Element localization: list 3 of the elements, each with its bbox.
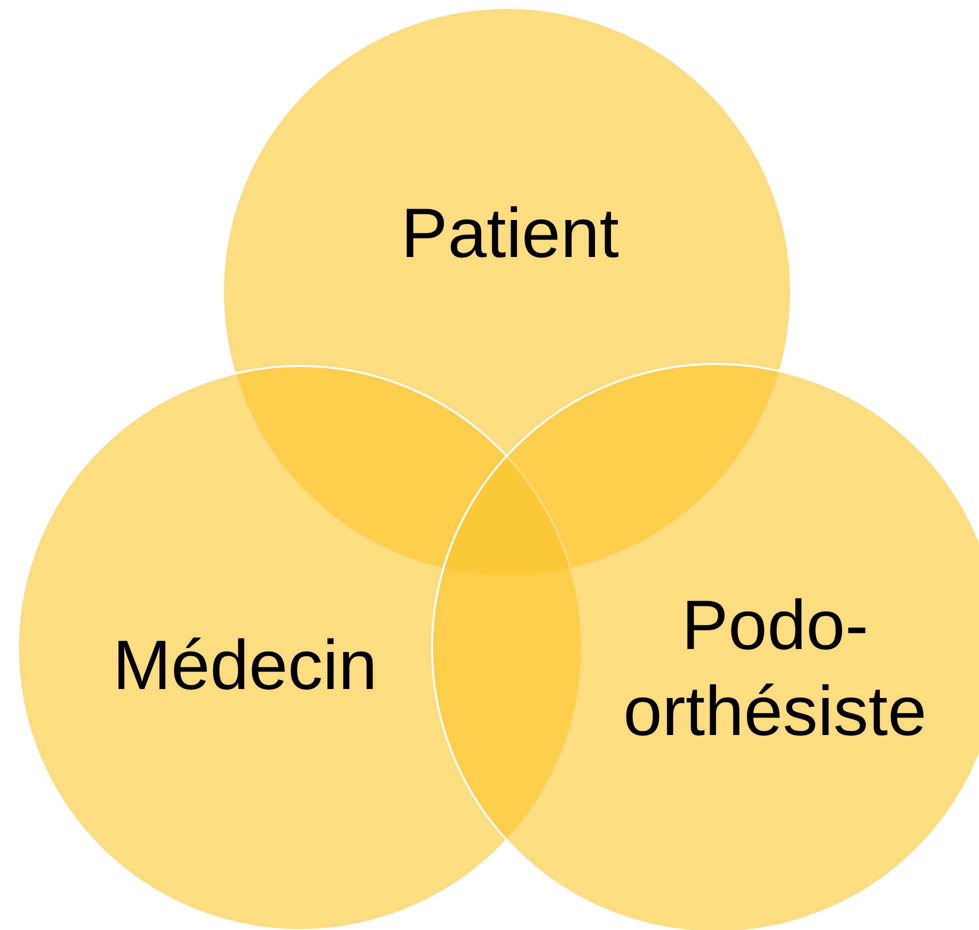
circle-label: Patient: [400, 193, 620, 274]
circle-label: Podo- orthésiste: [622, 585, 928, 752]
circle-label: Médecin: [112, 625, 378, 706]
